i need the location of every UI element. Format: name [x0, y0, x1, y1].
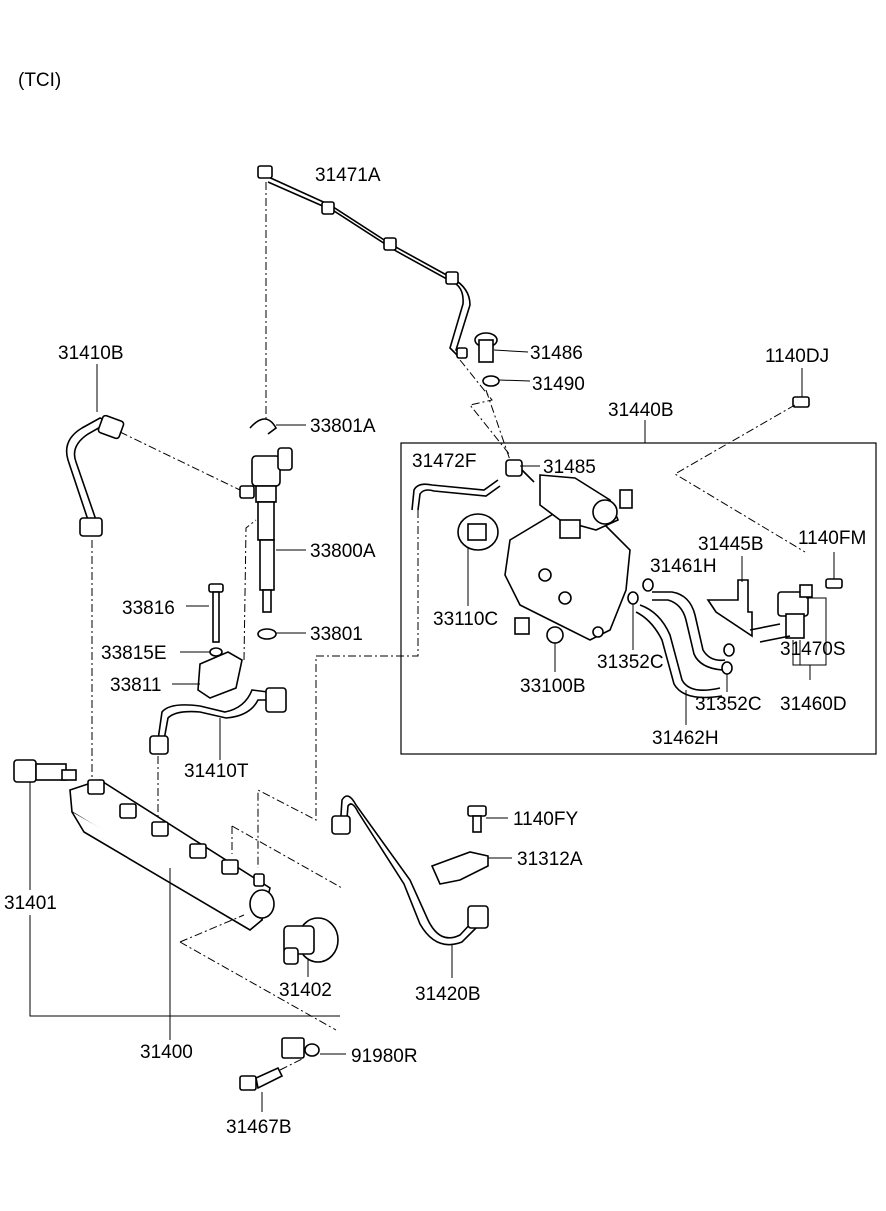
bracket-31445B	[706, 579, 753, 638]
dash-line	[279, 1057, 305, 1071]
injector-33800A	[239, 447, 293, 613]
callout-91980R[interactable]: 91980R	[351, 1046, 418, 1067]
washer-31490	[482, 375, 500, 387]
washer-33801	[257, 628, 277, 640]
callout-31440B[interactable]: 31440B	[608, 400, 674, 421]
variant-label: (TCI)	[18, 70, 61, 91]
sensor-31401	[13, 759, 77, 783]
hose-31472F	[411, 479, 499, 511]
bolt-31486	[474, 332, 498, 363]
hose-31462H	[639, 604, 721, 691]
bolt-1140FM	[825, 578, 843, 589]
callout-33801A[interactable]: 33801A	[310, 416, 376, 437]
callout-31352C-lower[interactable]: 31352C	[695, 694, 762, 715]
pipe-31410B	[65, 417, 119, 521]
callout-31402[interactable]: 31402	[279, 980, 332, 1001]
bolt-31467B	[239, 1066, 284, 1091]
callout-31467B[interactable]: 31467B	[226, 1117, 292, 1138]
callout-31472F[interactable]: 31472F	[412, 451, 476, 472]
callout-1140FM[interactable]: 1140FM	[798, 528, 866, 549]
callout-1140FY[interactable]: 1140FY	[513, 809, 578, 830]
clamp-33811	[197, 651, 243, 699]
callout-31312A[interactable]: 31312A	[517, 849, 583, 870]
callout-31471A[interactable]: 31471A	[315, 165, 381, 186]
callout-33816[interactable]: 33816	[122, 598, 175, 619]
pipe-31420B	[339, 795, 475, 939]
callout-31490[interactable]: 31490	[532, 374, 585, 395]
callout-33815E[interactable]: 33815E	[101, 643, 167, 664]
dash-line	[179, 914, 337, 1031]
callout-31462H[interactable]: 31462H	[652, 728, 719, 749]
callout-33801[interactable]: 33801	[310, 624, 363, 645]
callout-33100B[interactable]: 33100B	[520, 676, 586, 697]
clamp-31352C-lower	[721, 661, 733, 675]
callout-31401[interactable]: 31401	[4, 893, 57, 914]
callout-31410T[interactable]: 31410T	[184, 761, 249, 782]
fitting-31485	[505, 459, 535, 483]
callout-1140DJ[interactable]: 1140DJ	[765, 346, 829, 367]
callout-31470S[interactable]: 31470S	[780, 639, 846, 660]
bolt-1140DJ	[792, 396, 810, 408]
leader	[498, 379, 531, 382]
callout-31485[interactable]: 31485	[543, 457, 596, 478]
pipe-31410T	[157, 689, 269, 741]
fuel-rail-31400	[69, 779, 275, 931]
callout-31420B[interactable]: 31420B	[415, 984, 481, 1005]
clip-33801A	[249, 418, 278, 435]
dash-line	[243, 519, 257, 661]
pump-assembly-box	[400, 442, 877, 755]
leader	[806, 597, 827, 632]
leader	[493, 349, 529, 353]
callout-31410B[interactable]: 31410B	[58, 343, 124, 364]
callout-33110C[interactable]: 33110C	[433, 609, 498, 630]
callout-31352C-upper[interactable]: 31352C	[597, 652, 664, 673]
leader	[792, 640, 811, 680]
callout-31486[interactable]: 31486	[530, 343, 583, 364]
bolt-33816	[208, 583, 224, 643]
clamp-31352C-upper	[627, 591, 639, 605]
hose-31461H	[652, 591, 726, 662]
bolt-1140FY	[467, 805, 487, 833]
valve-31460D	[749, 584, 813, 643]
bracket-91980R	[281, 1037, 320, 1059]
callout-33800A[interactable]: 33800A	[310, 541, 376, 562]
dash-line	[674, 404, 806, 553]
callout-31460D[interactable]: 31460D	[780, 694, 847, 715]
callout-31400[interactable]: 31400	[140, 1042, 193, 1063]
leader	[799, 632, 827, 666]
dash-line	[485, 389, 511, 461]
dash-line	[459, 359, 511, 456]
callout-31445B[interactable]: 31445B	[698, 534, 764, 555]
callout-33811[interactable]: 33811	[110, 675, 161, 696]
pressure-regulator-31402	[283, 917, 339, 965]
gear-33110C	[457, 513, 499, 551]
bracket-31312A	[430, 851, 489, 885]
return-line-31471A	[257, 165, 471, 359]
dash-line	[119, 431, 241, 491]
callout-31461H[interactable]: 31461H	[650, 556, 717, 577]
pump-33100B	[504, 474, 633, 644]
dash-line	[231, 825, 343, 889]
leader	[29, 782, 340, 1017]
